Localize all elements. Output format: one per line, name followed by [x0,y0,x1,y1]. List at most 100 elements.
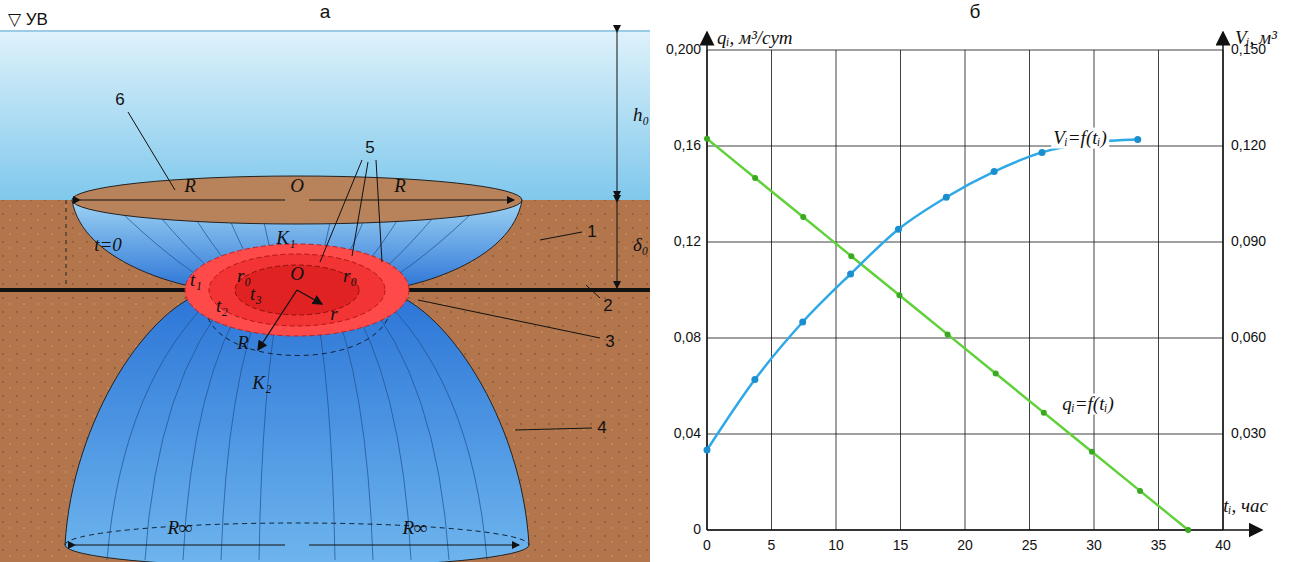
grid-line [965,50,966,530]
meridian [145,292,234,560]
grid-line [707,146,1223,147]
tick-label: 35 [1151,538,1167,553]
tick-label: 25 [1022,538,1038,553]
tick-label: 0,090 [1231,234,1266,249]
q-marker [848,253,854,259]
grid [707,50,1223,530]
time-label: t₂ [216,296,228,317]
dimension-label: r [330,304,337,325]
v-marker [799,319,806,326]
zone-t1 [185,244,409,336]
grid-line [707,434,1223,435]
leader-line [515,428,592,430]
q-marker [1089,449,1095,455]
leader-line [352,162,368,256]
tick-label: 0,150 [1231,42,1266,57]
callout-number: 5 [365,139,374,158]
dimension-delta0 [617,202,618,288]
dimension-label: R [184,176,196,197]
dimension-r [80,200,285,201]
tick-label: 0,08 [674,330,701,345]
curve-label: qᵢ=f(tᵢ) [1060,394,1116,415]
dimension-rinf [309,545,519,546]
v-marker [943,194,950,201]
tick-label: 10 [828,538,844,553]
zone-label: K₂ [252,373,271,394]
dimension-label: R∞ [167,518,192,539]
tick-label: 20 [957,538,973,553]
tick-label: 0,04 [674,426,701,441]
q-marker [800,214,806,220]
v-marker [895,226,902,233]
dimension-label: r₀ [343,266,357,287]
curve-label: Vᵢ=f(tᵢ) [1051,128,1109,149]
q-curve [707,139,1188,530]
leader-line [418,300,600,338]
y-axis [706,32,708,530]
callout-number: 3 [605,333,614,352]
grid-line [707,50,1223,51]
leader-line [540,232,582,240]
q-marker [1041,410,1047,416]
time-label: t=0 [94,235,122,256]
x-axis [707,529,1262,531]
leader-line [320,160,362,262]
leader-line [128,112,175,190]
v-marker [751,376,758,383]
y2-axis [1222,32,1224,530]
tick-label: 0,060 [1231,330,1266,345]
tick-label: 40 [1215,538,1231,553]
tick-label: 0,12 [674,234,701,249]
q-marker [752,175,758,181]
q-marker [704,136,710,142]
zone-t2 [209,254,385,326]
q-marker [993,371,999,377]
v-curve [707,140,1138,450]
grid-line [1094,50,1095,530]
meridian [183,292,250,560]
grid-line [1158,50,1159,530]
point-label: O [290,176,304,197]
meridian [345,292,412,560]
v-marker [704,447,711,454]
zone-label: K₁ [276,228,295,249]
q-marker [945,331,951,337]
grid-line [707,338,1223,339]
extension-line [66,200,67,288]
water [0,30,650,200]
grid-line [900,50,901,530]
tick-label: 0,030 [1231,426,1266,441]
dimension-h0 [617,32,618,198]
dimension-label: δ₀ [633,235,648,256]
tick-label: 5 [768,538,776,553]
tick-label: 0,200 [666,42,701,57]
axis-title: qᵢ, м³/сут [717,28,793,49]
callout-number: 6 [115,91,124,110]
radius-arrow [258,290,297,350]
time-label: t₁ [190,270,202,291]
point-label: O [290,264,304,285]
callout-number: 4 [597,419,606,438]
callout-number: 2 [603,297,612,316]
meridians [107,205,487,560]
dimension-r [309,200,514,201]
meridian [107,292,218,560]
water-level-mark: ▽ УВ [8,11,48,30]
q-marker [896,292,902,298]
dimension-label: R [237,333,249,354]
dimension-label: R [394,176,406,197]
tick-label: 0 [693,522,701,537]
tick-label: 0 [703,538,711,553]
q-marker [1185,527,1191,533]
grid-line [1029,50,1030,530]
tick-label: 30 [1086,538,1102,553]
grid-line [771,50,772,530]
tick-label: 15 [893,538,909,553]
meridian [360,292,449,560]
leader-line [586,285,600,298]
tick-label: 0,16 [674,138,701,153]
v-marker [847,271,854,278]
dimension-label: r₀ [237,266,251,287]
tick-label: 0,120 [1231,138,1266,153]
